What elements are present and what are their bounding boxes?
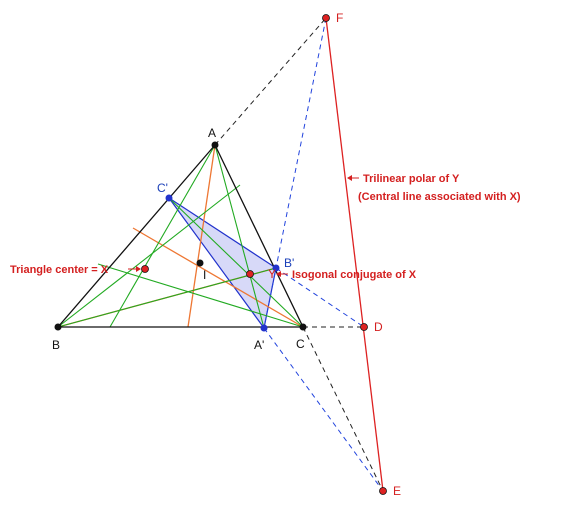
cevian-b-through-y — [57, 267, 277, 328]
label-f: F — [336, 11, 343, 25]
point-c[interactable] — [299, 323, 307, 331]
label-b: B — [52, 338, 60, 352]
point-b[interactable] — [54, 323, 62, 331]
bisector-from-c — [132, 227, 304, 328]
label-y: Y — [268, 267, 276, 281]
point-a[interactable] — [211, 141, 219, 149]
label-d: D — [374, 320, 383, 334]
cevian-a-through-y — [214, 144, 265, 329]
annotation-central-line: (Central line associated with X) — [358, 191, 521, 203]
annotation-trilinear-polar: Trilinear polar of Y — [363, 173, 460, 185]
label-a-prime: A' — [254, 338, 264, 352]
point-b-prime[interactable] — [272, 264, 280, 272]
dashed-line-a-prime-e — [263, 327, 384, 492]
dashed-line-f-a-prime — [263, 17, 327, 329]
cevian-triangle — [168, 197, 277, 330]
cevian-c-through-y — [168, 197, 304, 328]
cevian-b-through-x — [57, 184, 241, 328]
trilinear-polar-line — [325, 17, 384, 492]
arrowhead-triangle-center — [136, 266, 141, 272]
arrowhead-trilinear-polar — [347, 175, 352, 181]
point-e[interactable] — [379, 487, 387, 495]
dashed-line-c-e — [302, 326, 384, 492]
point-y[interactable] — [246, 270, 254, 278]
triangle-abc — [56, 143, 305, 328]
cevian-c-through-x — [97, 263, 304, 328]
label-b-prime: B' — [284, 256, 294, 270]
label-c-prime: C' — [157, 181, 168, 195]
label-i: I — [203, 268, 206, 282]
arrowhead-isogonal-conjugate — [276, 271, 281, 277]
bisector-from-a — [187, 144, 216, 328]
point-i[interactable] — [196, 259, 204, 267]
point-a-prime[interactable] — [260, 324, 268, 332]
point-f[interactable] — [322, 14, 330, 22]
label-c: C — [296, 337, 305, 351]
point-c-prime[interactable] — [165, 194, 173, 202]
annotation-isogonal-conjugate: Isogonal conjugate of X — [292, 269, 417, 281]
annotation-triangle-center: Triangle center = X — [10, 264, 109, 276]
cevian-a-through-x — [109, 144, 216, 328]
point-x[interactable] — [141, 265, 149, 273]
point-d[interactable] — [360, 323, 368, 331]
dashed-line-a-f — [214, 17, 327, 146]
label-a: A — [208, 126, 216, 140]
label-e: E — [393, 484, 401, 498]
